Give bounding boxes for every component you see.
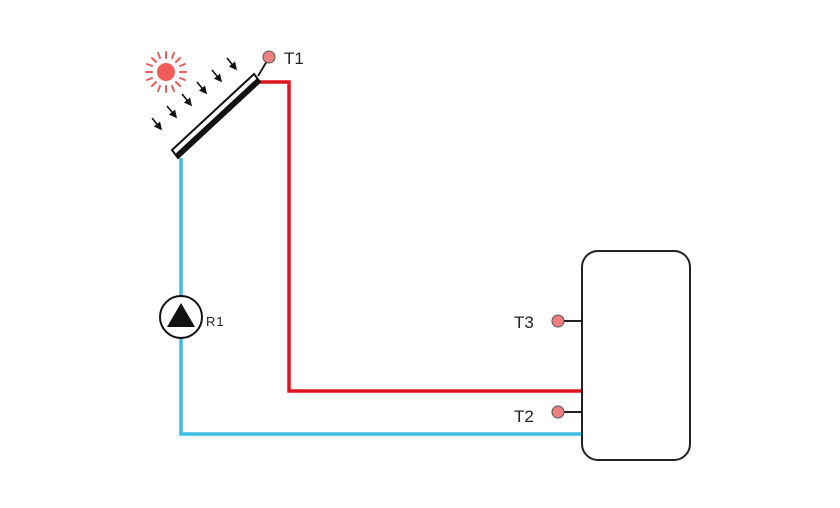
sensor-t1-dot [262,50,276,64]
sensor-t3-dot [551,314,565,328]
storage-tank [581,250,691,461]
pump-r1: R1 [159,295,225,339]
sensor-t2: T2 [514,405,582,426]
hot-pipe [260,80,636,414]
sensor-t2-label: T2 [514,407,534,426]
pump-r1-label: R1 [206,314,225,329]
sensor-t2-dot [551,405,565,419]
solar-collector [170,72,262,160]
sensor-t3-label: T3 [514,313,534,332]
sensor-t3: T3 [514,313,582,332]
sunlight-arrows [151,57,238,131]
sun-icon [145,51,187,93]
sensor-t1-label: T1 [284,49,304,68]
sensor-t1: T1 [257,49,304,77]
